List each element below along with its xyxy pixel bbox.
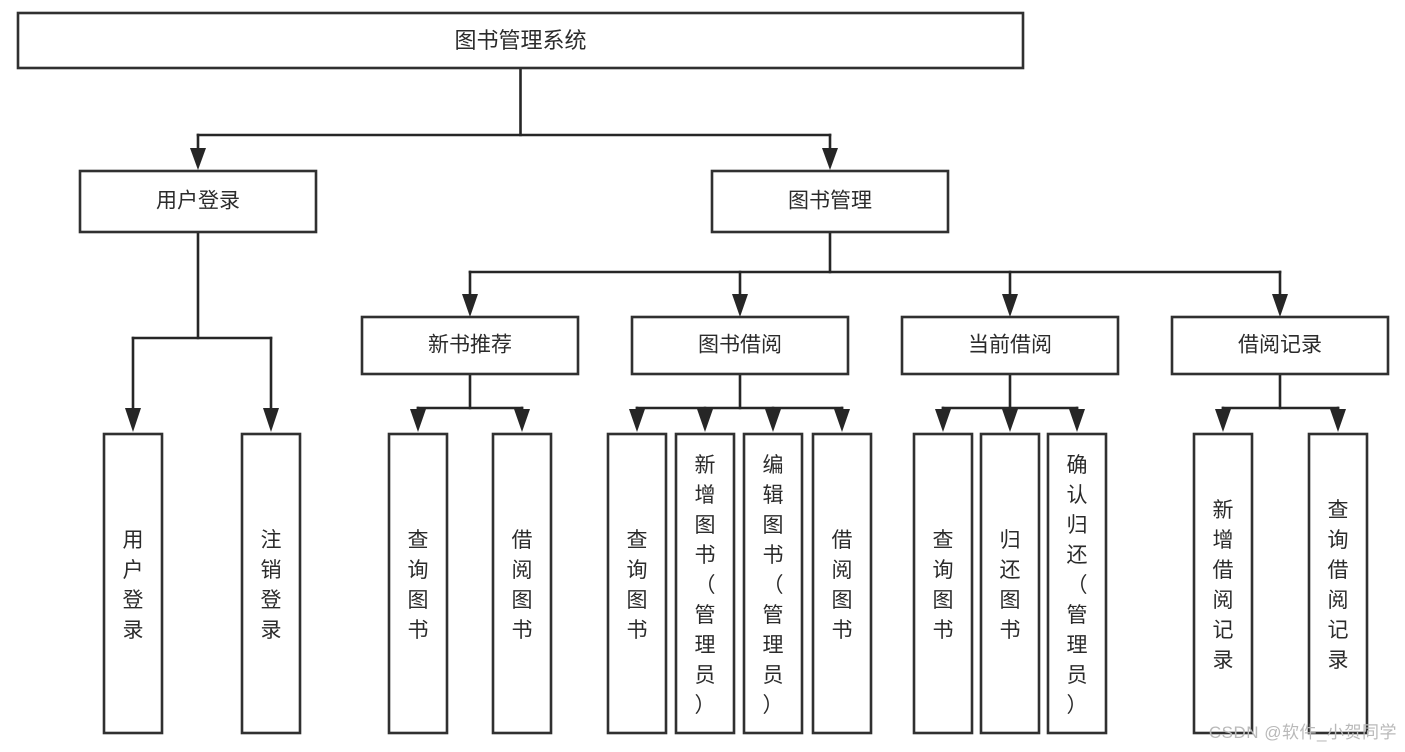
arrowhead-borrow-record-leaf-0 (1215, 409, 1231, 432)
leaf-box[interactable] (912, 432, 974, 735)
book-management-label: 图书管理 (788, 190, 872, 213)
root-box[interactable] (16, 11, 1025, 70)
leaf-box[interactable] (811, 432, 873, 735)
arrowhead-child-book-borrow (732, 294, 748, 317)
leaf-box[interactable] (491, 432, 553, 735)
leaf-label: 查询图书 (627, 529, 648, 642)
borrow-record-box[interactable] (1170, 315, 1390, 376)
leaf-label: 注销登录 (261, 529, 282, 642)
user-login-box[interactable] (78, 169, 318, 234)
leaf-box[interactable] (240, 432, 302, 735)
arrowhead-book-manage (822, 148, 838, 170)
leaf-node-book-borrow-1[interactable]: 新增图书（管理员） (674, 432, 736, 735)
leaf-box[interactable] (102, 432, 164, 735)
book-borrow-box[interactable] (630, 315, 850, 376)
leaf-label: 用户登录 (123, 529, 144, 642)
arrowhead-current-borrow-leaf-1 (1002, 409, 1018, 432)
current-borrow-box[interactable] (900, 315, 1120, 376)
leaf-box[interactable] (606, 432, 668, 735)
borrow-record-label: 借阅记录 (1238, 334, 1322, 357)
arrowhead-borrow-record-leaf-1 (1330, 409, 1346, 432)
node-new-book-recommend[interactable]: 新书推荐 (360, 315, 580, 376)
arrowhead-user-login (190, 148, 206, 170)
arrowhead-book-borrow-leaf-1 (697, 409, 713, 432)
leaf-label: 编辑图书（管理员） (763, 454, 784, 717)
leaf-box[interactable] (387, 432, 449, 735)
arrowhead-user-login-leaf-1 (263, 408, 279, 432)
leaf-label: 查询图书 (933, 529, 954, 642)
leaf-label: 查询图书 (408, 529, 429, 642)
leaf-box[interactable] (742, 432, 804, 735)
arrowhead-current-borrow-leaf-2 (1069, 409, 1085, 432)
leaf-box[interactable] (674, 432, 736, 735)
user-login-label: 用户登录 (156, 190, 240, 213)
arrowhead-new-book-leaf-0 (410, 409, 426, 432)
leaf-label: 借阅图书 (512, 529, 533, 642)
leaf-node-borrow-record-0[interactable]: 新增借阅记录 (1192, 432, 1254, 735)
root-label: 图书管理系统 (454, 28, 586, 53)
leaf-node-new-book-1[interactable]: 借阅图书 (491, 432, 553, 735)
leaf-label: 确认归还（管理员） (1067, 454, 1088, 717)
arrowhead-child-current-borrow (1002, 294, 1018, 317)
leaf-node-book-borrow-0[interactable]: 查询图书 (606, 432, 668, 735)
book-management-box[interactable] (710, 169, 950, 234)
leaf-node-user-login-0[interactable]: 用户登录 (102, 432, 164, 735)
node-user-login[interactable]: 用户登录 (78, 169, 318, 234)
leaf-node-new-book-0[interactable]: 查询图书 (387, 432, 449, 735)
arrowhead-child-borrow-record (1272, 294, 1288, 317)
arrowhead-book-borrow-leaf-0 (629, 409, 645, 432)
leaf-box[interactable] (1046, 432, 1108, 735)
leaf-label: 查询借阅记录 (1328, 499, 1349, 672)
leaf-node-current-borrow-2[interactable]: 确认归还（管理员） (1046, 432, 1108, 735)
arrowhead-new-book-leaf-1 (514, 409, 530, 432)
leaf-node-book-borrow-3[interactable]: 借阅图书 (811, 432, 873, 735)
leaf-label: 新增借阅记录 (1213, 499, 1234, 672)
arrowhead-current-borrow-leaf-0 (935, 409, 951, 432)
arrowhead-child-new-book (462, 294, 478, 317)
leaf-node-borrow-record-1[interactable]: 查询借阅记录 (1307, 432, 1369, 735)
node-current-borrow[interactable]: 当前借阅 (900, 315, 1120, 376)
leaf-box[interactable] (1192, 432, 1254, 735)
leaf-box[interactable] (1307, 432, 1369, 735)
leaf-node-current-borrow-1[interactable]: 归还图书 (979, 432, 1041, 735)
node-book-borrow[interactable]: 图书借阅 (630, 315, 850, 376)
arrowhead-user-login-leaf-0 (125, 408, 141, 432)
leaf-box[interactable] (979, 432, 1041, 735)
leaf-label: 新增图书（管理员） (695, 454, 716, 717)
book-borrow-label: 图书借阅 (698, 334, 782, 357)
leaf-node-current-borrow-0[interactable]: 查询图书 (912, 432, 974, 735)
node-book-management[interactable]: 图书管理 (710, 169, 950, 234)
arrowhead-book-borrow-leaf-3 (834, 409, 850, 432)
new-book-recommend-box[interactable] (360, 315, 580, 376)
leaf-label: 归还图书 (1000, 529, 1021, 642)
leaf-node-book-borrow-2[interactable]: 编辑图书（管理员） (742, 432, 804, 735)
arrowhead-book-borrow-leaf-2 (765, 409, 781, 432)
node-borrow-record[interactable]: 借阅记录 (1170, 315, 1390, 376)
leaf-node-user-login-1[interactable]: 注销登录 (240, 432, 302, 735)
connector-layer (125, 66, 1346, 432)
current-borrow-label: 当前借阅 (968, 334, 1052, 357)
node-root-book-management-system[interactable]: 图书管理系统 (16, 11, 1025, 70)
new-book-recommend-label: 新书推荐 (428, 334, 512, 357)
leaf-label: 借阅图书 (832, 529, 853, 642)
